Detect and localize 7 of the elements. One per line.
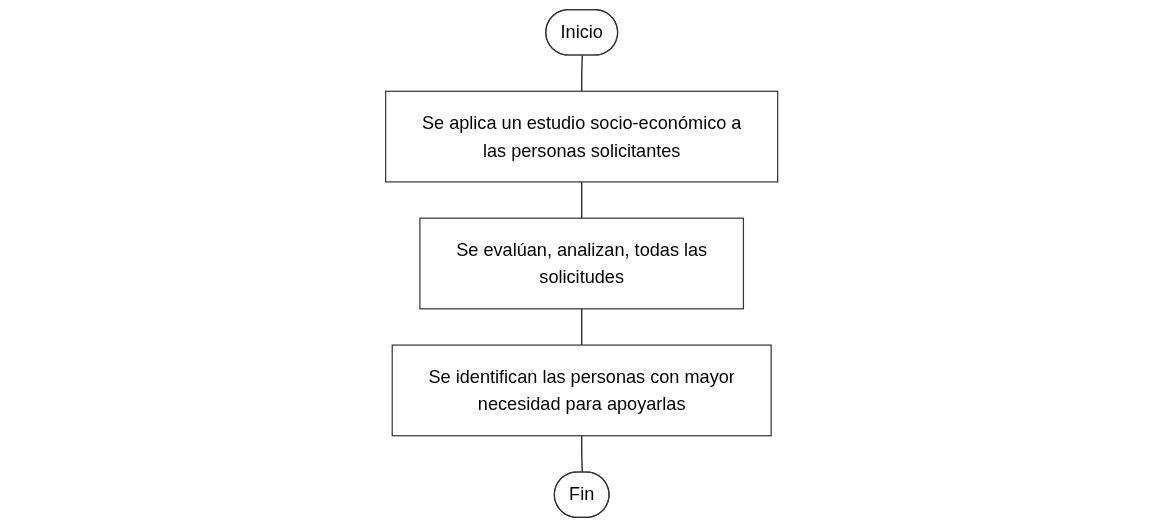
connector (580, 54, 583, 92)
connector (580, 181, 583, 219)
connector (580, 308, 583, 346)
connector (580, 435, 583, 474)
node-box: Se identifican las personas con mayor necesidad para apoyarlas (391, 344, 772, 437)
node-box: Se evalúan, analizan, todas las solicitudes (419, 217, 744, 310)
node-box: Se aplica un estudio socio-económico a las personas solicitantes (384, 90, 779, 183)
